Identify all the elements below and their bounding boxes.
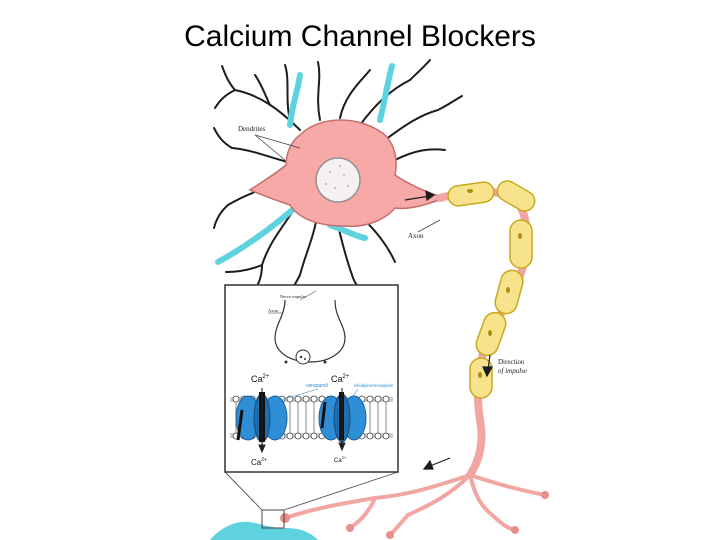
drug-label-left: verapamil <box>306 383 328 389</box>
nucleus <box>315 157 361 203</box>
axon-terminals <box>283 473 547 537</box>
myelin-sheath <box>447 180 536 399</box>
dendrites-label: Dendrites <box>238 125 265 133</box>
vesicle <box>295 349 311 365</box>
ca-label-bottom-left: Ca2+ <box>251 457 267 467</box>
slide-title: Calcium Channel Blockers <box>184 20 536 53</box>
direction-label-line1: Direction <box>498 358 525 366</box>
leader-lines <box>254 134 441 233</box>
inset-nerve-impulse-label: Nerve impulse <box>280 294 306 299</box>
direction-label-line2: of impulse <box>498 367 527 375</box>
drug-pointer-lines <box>273 388 359 403</box>
nucleus-speckles <box>325 165 349 189</box>
axon-label: Axon <box>408 232 424 240</box>
inset-axon-label: Axon <box>268 308 279 313</box>
synapse-inset: Nerve impulse Axon <box>224 284 399 473</box>
calcium-flow-arrows <box>258 388 346 454</box>
inset-frame <box>224 284 399 473</box>
ca-label-top-right: Ca2+ <box>331 374 350 384</box>
calcium-channel-left <box>235 392 288 443</box>
synapse-highlight-box <box>261 509 285 529</box>
terminal-boutons <box>280 491 549 539</box>
ca-label-top-left: Ca2+ <box>251 374 270 384</box>
drug-label-right: nifedipine/nimodipine <box>354 383 394 388</box>
arrows <box>404 189 494 470</box>
presynaptic-terminal <box>274 299 346 363</box>
ca-label-bottom-right: Ca2+ <box>334 455 347 464</box>
myelin-nuclei <box>467 189 522 378</box>
inset-connectors <box>224 471 399 511</box>
postsynaptic-cell <box>210 521 318 540</box>
